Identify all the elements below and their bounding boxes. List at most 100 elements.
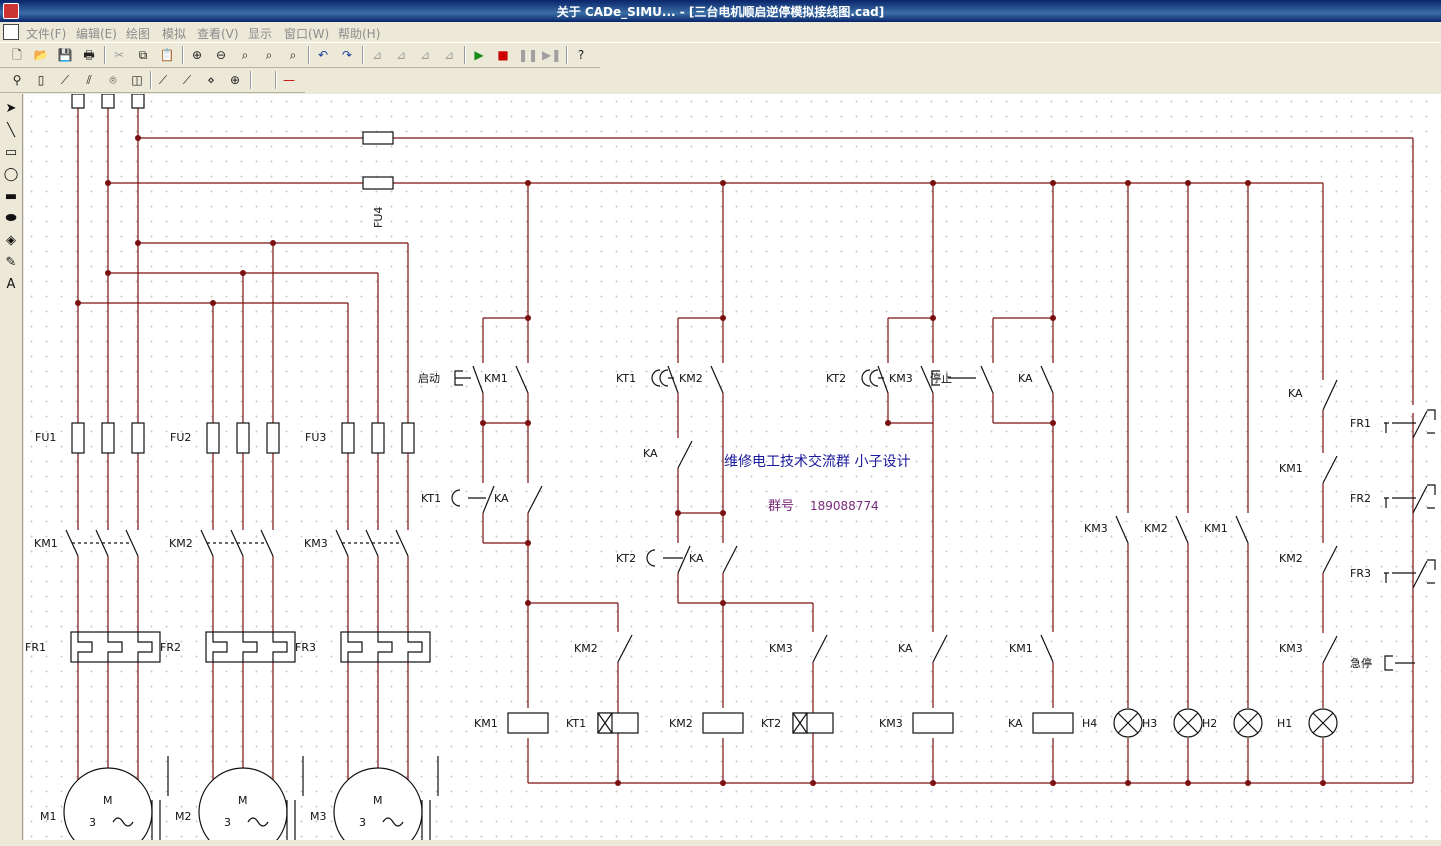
junction-dot xyxy=(1185,180,1191,186)
component-toolbar: ⚲ ▯ ⟋ ⫽ ⌾ ◫ ⟋ ⟋ ⋄ ⊕ — xyxy=(0,68,305,93)
menu-edit[interactable]: 编辑(E) xyxy=(76,27,117,41)
bus-lines xyxy=(108,137,1414,784)
label-km1-right: KM1 xyxy=(1279,462,1303,475)
stop-icon[interactable]: ■ xyxy=(497,48,509,62)
menu-bar: 文件(F) 编辑(E) 绘图 模拟 查看(V) 显示 窗口(W) 帮助(H) xyxy=(0,22,1441,43)
zoom-in-icon[interactable]: ⊕ xyxy=(191,48,203,62)
thermal-relays[interactable] xyxy=(70,631,431,663)
zoom-fit-icon[interactable]: ⌕ xyxy=(241,48,249,62)
filled-rectangle-icon[interactable]: ▬ xyxy=(4,189,18,204)
motors[interactable] xyxy=(63,756,439,840)
fuse-icon[interactable]: ▯ xyxy=(37,73,45,87)
wire-icon[interactable]: — xyxy=(283,73,295,87)
paste-icon[interactable]: 📋 xyxy=(159,48,175,62)
label-fr3-right: FR3 xyxy=(1350,567,1371,580)
junction-dot xyxy=(1050,420,1056,426)
help-icon[interactable]: ? xyxy=(577,48,585,62)
schematic-canvas[interactable]: FU4 FU1 FU2 FU3 xyxy=(24,94,1441,840)
align-top-icon[interactable]: ⊿ xyxy=(419,48,431,62)
label-fr3-main: FR3 xyxy=(295,641,316,654)
junction-dot xyxy=(930,180,936,186)
three-pole-switch-icon[interactable]: ⫽ xyxy=(86,73,92,87)
label-kt2-a: KT2 xyxy=(616,552,636,565)
main-contacts[interactable] xyxy=(65,529,410,557)
label-m2: M2 xyxy=(175,810,192,823)
junction-dot xyxy=(720,315,726,321)
menu-simulate[interactable]: 模拟 xyxy=(162,27,187,41)
junction-dot xyxy=(105,180,111,186)
label-ka-a: KA xyxy=(494,492,509,505)
contact-no-icon[interactable]: ⟋ xyxy=(158,73,168,87)
coils[interactable] xyxy=(507,712,1074,734)
overload-contacts[interactable] xyxy=(1384,405,1436,589)
app-icon[interactable] xyxy=(3,3,19,19)
label-motor-m2: M xyxy=(238,794,248,807)
label-fu2: FU2 xyxy=(170,431,191,444)
junction-dot xyxy=(270,240,276,246)
filled-ellipse-icon[interactable]: ⬬ xyxy=(5,211,17,226)
menu-draw[interactable]: 绘图 xyxy=(126,27,151,41)
undo-icon[interactable]: ↶ xyxy=(317,48,329,62)
junction-dot xyxy=(480,420,486,426)
menu-file[interactable]: 文件(F) xyxy=(26,27,67,41)
label-phase-m2: 3 xyxy=(224,816,231,829)
contact-nc-icon[interactable]: ⟋ xyxy=(182,73,192,87)
zoom-prev-icon[interactable]: ⌕ xyxy=(289,48,297,62)
label-m3: M3 xyxy=(310,810,327,823)
zoom-window-icon[interactable]: ⌕ xyxy=(265,48,273,62)
node-icon[interactable]: ⋄ xyxy=(207,73,215,87)
main-toolbar: 🗋 📂 💾 🖶 ✂ ⧉ 📋 ⊕ ⊖ ⌕ ⌕ ⌕ ↶ ↷ ⊿ ⊿ ⊿ ⊿ ▶ ■ … xyxy=(0,43,600,68)
fuses-motor[interactable] xyxy=(71,422,415,454)
label-motor-m1: M xyxy=(103,794,113,807)
zoom-out-icon[interactable]: ⊖ xyxy=(215,48,227,62)
align-right-icon[interactable]: ⊿ xyxy=(395,48,407,62)
label-km3-lamp: KM3 xyxy=(1084,522,1108,535)
new-icon[interactable]: 🗋 xyxy=(12,48,22,62)
document-icon[interactable] xyxy=(3,24,19,40)
fill-icon[interactable]: ◈ xyxy=(6,233,16,248)
junction-dot xyxy=(1125,780,1131,786)
cross-icon[interactable]: ⊕ xyxy=(229,73,241,87)
pointer-icon[interactable]: ➤ xyxy=(5,101,17,116)
print-icon[interactable]: 🖶 xyxy=(83,48,95,62)
label-phase-m3: 3 xyxy=(359,816,366,829)
indicator-lamps[interactable] xyxy=(1113,708,1338,738)
junction-dots xyxy=(75,135,1326,786)
menu-display[interactable]: 显示 xyxy=(248,27,273,41)
switch-icon[interactable]: ⟋ xyxy=(60,73,70,87)
label-kt2-coil: KT2 xyxy=(761,717,781,730)
junction-dot xyxy=(615,780,621,786)
line-icon[interactable]: ╲ xyxy=(7,123,15,138)
menu-view[interactable]: 查看(V) xyxy=(197,27,239,41)
play-icon[interactable]: ▶ xyxy=(474,48,484,62)
label-km2-right: KM2 xyxy=(1279,552,1303,565)
ellipse-icon[interactable]: ◯ xyxy=(3,167,19,182)
text-icon[interactable]: A xyxy=(6,277,16,292)
align-bottom-icon[interactable]: ⊿ xyxy=(443,48,455,62)
label-km1-lamp: KM1 xyxy=(1204,522,1228,535)
copy-icon[interactable]: ⧉ xyxy=(138,48,148,62)
open-icon[interactable]: 📂 xyxy=(33,48,49,62)
junction-dot xyxy=(525,420,531,426)
junction-dot xyxy=(720,600,726,606)
pause-icon[interactable]: ❚❚ xyxy=(518,48,539,62)
pen-icon[interactable]: ✎ xyxy=(5,255,17,270)
redo-icon[interactable]: ↷ xyxy=(341,48,353,62)
save-icon[interactable]: 💾 xyxy=(57,48,73,62)
control-contacts[interactable] xyxy=(451,365,1415,671)
menu-help[interactable]: 帮助(H) xyxy=(338,27,381,41)
cut-icon[interactable]: ✂ xyxy=(113,48,125,62)
rectangle-icon[interactable]: ▭ xyxy=(4,145,18,160)
junction-dot xyxy=(525,180,531,186)
step-icon[interactable]: ▶❚ xyxy=(542,48,562,62)
menu-window[interactable]: 窗口(W) xyxy=(284,27,330,41)
fuse-fu4[interactable] xyxy=(362,131,394,190)
junction-dot xyxy=(1245,180,1251,186)
control-wiring xyxy=(482,183,1324,783)
label-km2-main: KM2 xyxy=(169,537,193,550)
terminal-icon[interactable]: ⚲ xyxy=(12,73,22,87)
coil-icon[interactable]: ◫ xyxy=(131,73,143,87)
align-left-icon[interactable]: ⊿ xyxy=(371,48,383,62)
junction-dot xyxy=(1050,180,1056,186)
motor-icon[interactable]: ⌾ xyxy=(109,73,117,87)
